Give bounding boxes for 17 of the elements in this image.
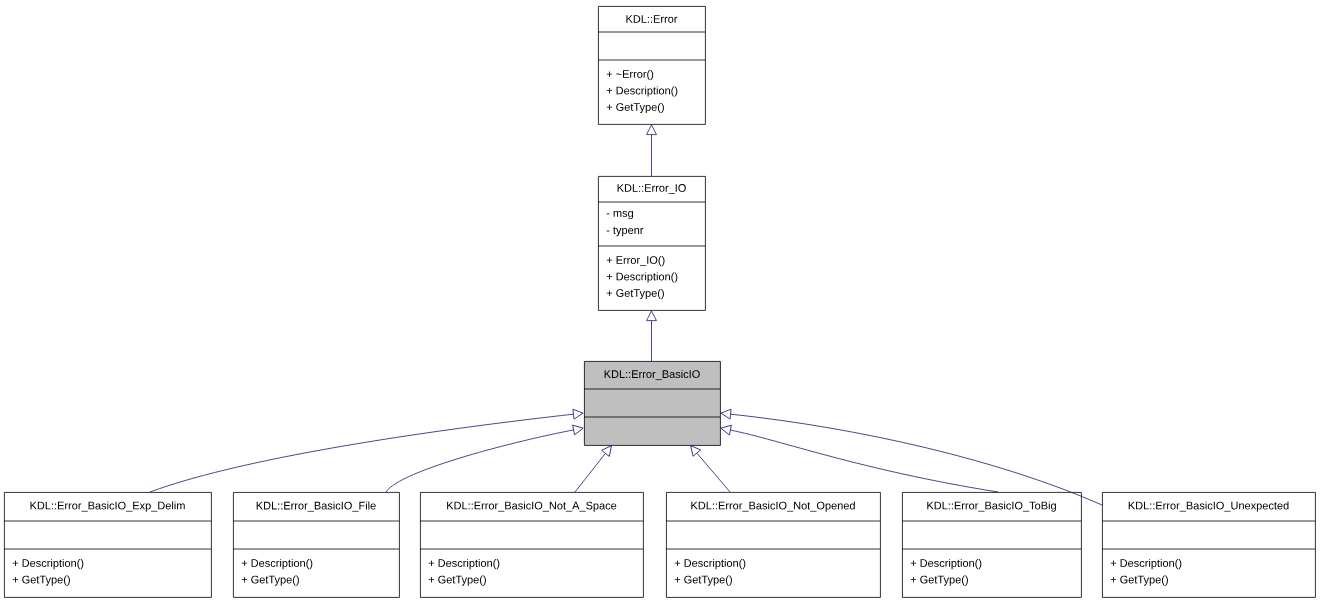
inheritance-arrow: [720, 424, 999, 493]
class-box: KDL::Error_BasicIO: [583, 361, 721, 446]
inheritance-arrow: [690, 445, 731, 493]
inheritance-arrow: [574, 445, 612, 493]
class-box: KDL::Error_BasicIO_Unexpected + Description() + GetType(): [1101, 492, 1316, 598]
inheritance-arrow: [149, 408, 584, 493]
inheritance-arrow: [720, 408, 1103, 506]
class-box: KDL::Error_BasicIO_ToBig + Description() + GetType(): [901, 492, 1082, 598]
class-box: KDL::Error + ~Error() + Description() + GetType(): [597, 6, 706, 125]
class-box: KDL::Error_BasicIO_Exp_Delim + Description() + GetType(): [3, 492, 212, 598]
class-box: KDL::Error_BasicIO_File + Description() + GetType(): [232, 492, 400, 598]
class-box: KDL::Error_BasicIO_Not_Opened + Description() + GetType(): [665, 492, 881, 598]
inheritance-arrow: [646, 124, 657, 177]
inheritance-arrow: [646, 310, 657, 362]
inheritance-arrow: [385, 424, 584, 493]
class-box: KDL::Error_IO - msg - typenr + Error_IO() + Description() + GetType(): [597, 176, 706, 311]
class-box: KDL::Error_BasicIO_Not_A_Space + Description() + GetType(): [419, 492, 644, 598]
